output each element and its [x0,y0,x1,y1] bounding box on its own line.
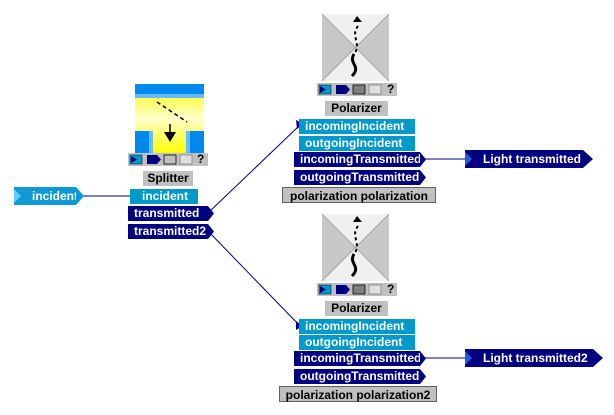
external-port-light-transmitted2[interactable]: Light transmitted2 [465,349,593,367]
splitter-doc-icon [179,154,193,165]
splitter-help-icon[interactable]: ? [197,152,205,166]
splitter-port-transmitted-tip-icon [208,206,214,221]
splitter-toolbar [128,153,208,166]
polarizer1-port-outgoingTransmitted-tip-icon [420,170,426,185]
external-port-light-transmitted[interactable]: Light transmitted [465,150,583,168]
polarizer2-port-incomingTransmitted-label: incomingTransmitted [300,351,422,365]
polarizer2-port-incomingIncident-label: incomingIncident [305,319,405,333]
polarizer2-port-outgoingTransmitted[interactable]: outgoingTransmitted [294,369,420,384]
splitter-port-transmitted[interactable]: transmitted [128,206,208,221]
polarizer2-help-icon[interactable]: ? [387,282,395,296]
polarizer1-param-polarization[interactable]: polarization polarization [282,187,436,203]
polarizer2-param-icon [352,284,366,295]
splitter-port-transmitted2[interactable]: transmitted2 [128,224,208,239]
polarizer2-label: Polarizer [325,301,388,316]
external-port-light-transmitted-arrow-icon [465,152,472,166]
polarizer1-port-incomingTransmitted[interactable]: incomingTransmitted [294,152,422,167]
polarizer1-toolbar [317,83,397,96]
polarizer1-doc-icon [368,84,382,95]
polarizer1-port-outgoingTransmitted[interactable]: outgoingTransmitted [294,170,420,185]
splitter-param-icon [163,154,177,165]
polarizer1-icon[interactable] [321,13,390,82]
external-port-light-transmitted2-label: Light transmitted2 [483,351,588,365]
polarizer2-port-outgoingTransmitted-tip-icon [420,369,426,384]
polarizer1-port-incomingIncident[interactable]: incomingIncident [299,119,415,134]
polarizer1-port-outgoingIncident-label: outgoingIncident [305,136,403,150]
splitter-port-incident-label: incident [142,189,189,203]
splitter-port-transmitted-label: transmitted [134,206,200,220]
external-port-light-transmitted-label: Light transmitted [483,152,581,166]
polarizer1-help-icon[interactable]: ? [387,82,395,96]
polarizer2-output-icon [336,285,350,294]
external-port-incident[interactable]: incident [14,187,79,205]
polarizer1-port-incomingTransmitted-label: incomingTransmitted [300,152,422,166]
splitter-port-transmitted2-label: transmitted2 [134,224,207,238]
polarizer1-param-icon [352,84,366,95]
polarizer2-port-incomingTransmitted[interactable]: incomingTransmitted [294,351,422,366]
splitter-port-transmitted2-tip-icon [208,224,214,239]
external-port-light-transmitted2-tip-icon [593,349,603,367]
external-port-incident-label: incident [32,189,79,203]
polarizer2-port-outgoingIncident-label: outgoingIncident [305,335,403,349]
external-port-light-transmitted2-arrow-icon [465,351,472,365]
polarizer2-port-outgoingIncident[interactable]: outgoingIncident [299,335,415,350]
external-port-incident-tip-icon [76,187,84,205]
polarizer1-port-incomingIncident-label: incomingIncident [305,119,405,133]
polarizer2-port-outgoingTransmitted-label: outgoingTransmitted [300,369,420,383]
polarizer1-port-incomingTransmitted-tip-icon [420,152,426,167]
polarizer2-icon[interactable] [321,213,390,282]
polarizer1-port-outgoingTransmitted-label: outgoingTransmitted [300,170,420,184]
wire-transmitted-to-polarizer1 [207,124,301,214]
polarizer2-toolbar [317,283,397,296]
splitter-icon[interactable] [135,84,204,153]
polarizer1-port-outgoingIncident[interactable]: outgoingIncident [299,136,415,151]
polarizer1-label: Polarizer [325,101,388,116]
external-port-light-transmitted-tip-icon [583,150,593,168]
external-port-incident-arrow-icon [14,189,21,203]
splitter-output-icon [147,155,161,164]
polarizer2-param-polarization[interactable]: polarization polarization2 [279,386,437,402]
polarizer2-doc-icon [368,284,382,295]
wire-transmitted2-to-polarizer2 [207,230,301,327]
splitter-port-incident[interactable]: incident [130,189,198,204]
polarizer2-port-incomingIncident[interactable]: incomingIncident [299,319,415,334]
polarizer1-output-icon [336,85,350,94]
splitter-label: Splitter [143,171,193,186]
polarizer2-port-incomingTransmitted-tip-icon [420,351,426,366]
